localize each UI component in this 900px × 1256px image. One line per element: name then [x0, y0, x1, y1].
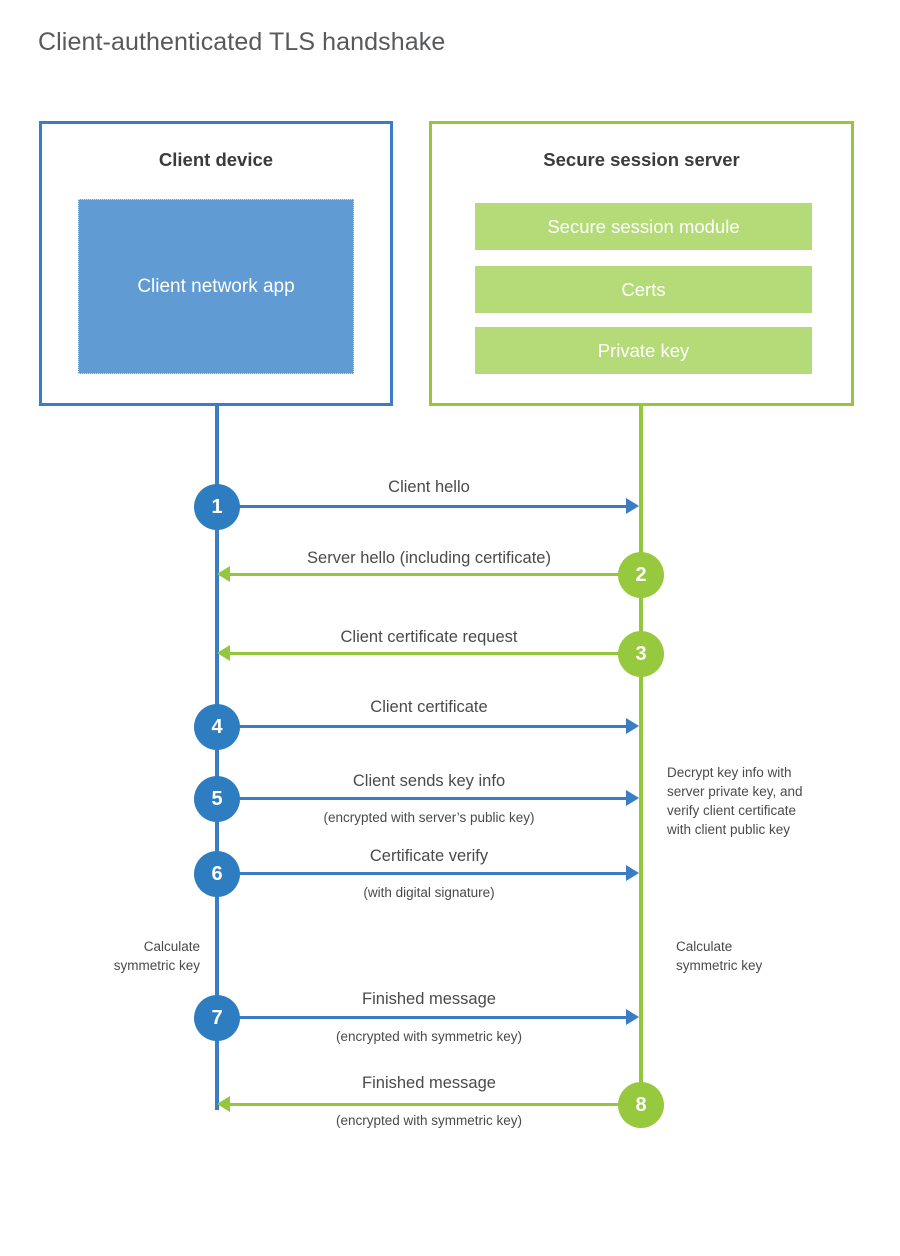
server-decrypt-line-2: server private key, and	[667, 784, 803, 799]
step-8-badge[interactable]: 8	[618, 1082, 664, 1128]
step-8-arrow-head-icon	[217, 1096, 230, 1112]
step-2-arrow-line	[230, 573, 641, 576]
step-6-number: 6	[211, 862, 223, 885]
step-7-number: 7	[211, 1006, 223, 1029]
client-network-app-block: Client network app	[78, 199, 354, 374]
server-calc-line-2: symmetric key	[676, 958, 763, 973]
step-3-arrow-line	[230, 652, 641, 655]
step-7-sublabel: (encrypted with symmetric key)	[335, 1029, 523, 1044]
step-7-arrow-line	[217, 1016, 629, 1019]
step-4-label: Client certificate	[370, 698, 488, 716]
step-6-badge[interactable]: 6	[194, 851, 240, 897]
step-6-arrow-head-icon	[626, 865, 639, 881]
step-1-arrow-line	[217, 505, 629, 508]
step-8-arrow-line	[230, 1103, 641, 1106]
step-5-sublabel: (encrypted with server’s public key)	[323, 810, 535, 825]
step-7-arrow-head-icon	[626, 1009, 639, 1025]
step-7-badge[interactable]: 7	[194, 995, 240, 1041]
step-5-number: 5	[211, 787, 223, 810]
step-1-arrow-head-icon	[626, 498, 639, 514]
step-6-sublabel: (with digital signature)	[363, 885, 495, 900]
step-5-badge[interactable]: 5	[194, 776, 240, 822]
step-8-sublabel: (encrypted with symmetric key)	[335, 1113, 523, 1128]
server-lifeline	[639, 405, 643, 1105]
server-decrypt-line-3: verify client certificate	[667, 803, 797, 818]
step-1-label: Client hello	[388, 478, 470, 496]
step-3-arrow-head-icon	[217, 645, 230, 661]
step-6-arrow-line	[217, 872, 629, 875]
step-6-label: Certificate verify	[369, 847, 489, 865]
client-network-app-label: Client network app	[137, 275, 295, 297]
step-4-arrow-line	[217, 725, 629, 728]
step-8-number: 8	[635, 1093, 647, 1116]
step-4-number: 4	[211, 715, 223, 738]
step-3-number: 3	[635, 642, 647, 665]
server-calc-line-1: Calculate	[676, 939, 733, 954]
server-calculate-symmetric-key-annotation: Calculate symmetric key	[676, 937, 856, 975]
step-5-label: Client sends key info	[352, 772, 506, 790]
client-device-box: Client device Client network app	[39, 121, 393, 406]
step-1-badge[interactable]: 1	[194, 484, 240, 530]
step-7-label: Finished message	[362, 990, 496, 1008]
step-4-arrow-head-icon	[626, 718, 639, 734]
server-decrypt-line-4: with client public key	[667, 822, 791, 837]
server-component-secure-session-module: Secure session module	[475, 203, 812, 250]
client-calc-line-1: Calculate	[143, 939, 200, 954]
client-lifeline	[215, 405, 219, 1110]
client-calculate-symmetric-key-annotation: Calculate symmetric key	[40, 937, 200, 975]
secure-session-server-box: Secure session server Secure session mod…	[429, 121, 854, 406]
step-2-badge[interactable]: 2	[618, 552, 664, 598]
step-2-arrow-head-icon	[217, 566, 230, 582]
secure-session-server-title: Secure session server	[543, 149, 740, 170]
step-3-label: Client certificate request	[340, 628, 518, 646]
step-8-label: Finished message	[362, 1074, 496, 1092]
step-4-badge[interactable]: 4	[194, 704, 240, 750]
server-decrypt-annotation: Decrypt key info with server private key…	[667, 763, 867, 839]
step-3-badge[interactable]: 3	[618, 631, 664, 677]
server-component-private-key: Private key	[475, 327, 812, 374]
step-2-label: Server hello (including certificate)	[307, 549, 551, 567]
step-5-arrow-head-icon	[626, 790, 639, 806]
client-calc-line-2: symmetric key	[113, 958, 200, 973]
step-5-arrow-line	[217, 797, 629, 800]
server-component-label: Certs	[621, 278, 666, 300]
server-component-label: Private key	[597, 339, 690, 361]
step-2-number: 2	[635, 563, 647, 586]
server-component-certs: Certs	[475, 266, 812, 313]
client-device-title: Client device	[158, 149, 274, 170]
page-title: Client-authenticated TLS handshake	[38, 28, 446, 56]
server-component-label: Secure session module	[547, 215, 740, 237]
server-decrypt-line-1: Decrypt key info with	[667, 765, 792, 780]
step-1-number: 1	[211, 495, 223, 518]
